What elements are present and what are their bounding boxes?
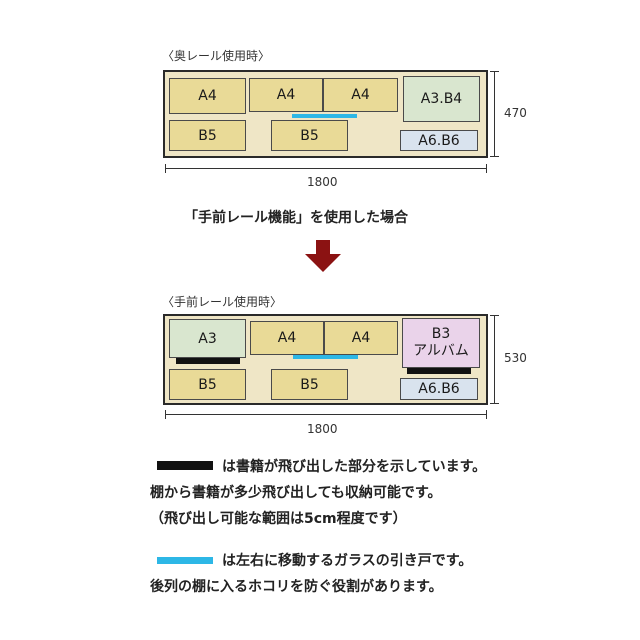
top-depth-tick-bottom (490, 156, 499, 157)
bottom-depth-tick-top (490, 315, 499, 316)
bottom-a4-mid-2: A4 (324, 321, 398, 355)
bottom-b5-mid: B5 (271, 369, 348, 400)
top-width-line (165, 168, 487, 169)
bottom-a3: A3 (169, 319, 246, 358)
top-depth-line (494, 71, 495, 157)
bottom-a6b6: A6.B6 (400, 378, 478, 400)
top-depth-label: 470 (504, 106, 527, 120)
bottom-glass-door (293, 355, 358, 359)
bottom-width-tick-left (165, 410, 166, 419)
legend-black-text-1: は書籍が飛び出した部分を示しています。 (222, 459, 487, 475)
bottom-depth-label: 530 (504, 351, 527, 365)
bottom-b3-label: B3 (431, 326, 451, 342)
top-a4-left: A4 (169, 78, 246, 114)
top-a4-mid-1: A4 (249, 78, 323, 112)
bottom-depth-line (494, 315, 495, 404)
top-b5-mid: B5 (271, 120, 348, 151)
top-a3b4: A3.B4 (403, 76, 480, 122)
top-a6b6: A6.B6 (400, 130, 478, 151)
bottom-width-label: 1800 (307, 422, 338, 436)
bottom-a3-protrusion (176, 358, 240, 364)
bottom-b3-protrusion (407, 368, 471, 374)
legend-black-swatch (157, 461, 213, 470)
legend-blue-text-2: 後列の棚に入るホコリを防ぐ役割があります。 (150, 579, 443, 595)
section-heading: 「手前レール機能」を使用した場合 (184, 210, 408, 226)
bottom-b5-left: B5 (169, 369, 246, 400)
legend-blue-swatch (157, 557, 213, 564)
top-glass-door (292, 114, 357, 118)
bottom-a4-mid-1: A4 (250, 321, 324, 355)
bottom-width-tick-right (486, 410, 487, 419)
legend-black-text-3: （飛び出し可能な範囲は5cm程度です） (150, 511, 407, 527)
top-b5-left: B5 (169, 120, 246, 151)
legend-black-text-2: 棚から書籍が多少飛び出しても収納可能です。 (150, 485, 442, 501)
top-width-label: 1800 (307, 175, 338, 189)
top-depth-tick-top (490, 71, 499, 72)
down-arrow-icon (305, 240, 341, 272)
top-caption: 〈奥レール使用時〉 (162, 49, 271, 63)
bottom-width-line (165, 414, 487, 415)
bottom-album-label: アルバム (413, 343, 469, 359)
bottom-depth-tick-bottom (490, 403, 499, 404)
bottom-b3-album: B3 アルバム (402, 318, 480, 368)
legend-blue-text-1: は左右に移動するガラスの引き戸です。 (222, 553, 473, 569)
top-width-tick-right (486, 164, 487, 173)
top-a4-mid-2: A4 (323, 78, 398, 112)
bottom-caption: 〈手前レール使用時〉 (162, 295, 283, 309)
top-width-tick-left (165, 164, 166, 173)
